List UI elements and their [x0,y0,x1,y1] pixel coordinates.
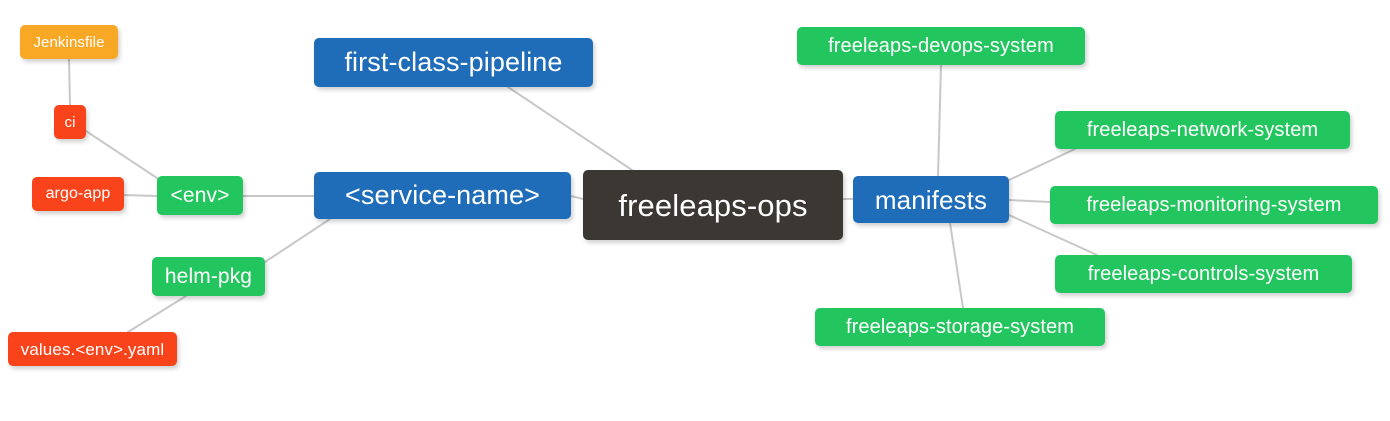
edge-values-yaml-to-helm-pkg [127,295,187,333]
node-values-yaml[interactable]: values.<env>.yaml [8,332,177,366]
node-ci[interactable]: ci [54,105,86,139]
node-controls[interactable]: freeleaps-controls-system [1055,255,1352,293]
edge-helm-pkg-to-service-name [264,218,331,263]
node-jenkinsfile[interactable]: Jenkinsfile [20,25,118,59]
node-env[interactable]: <env> [157,176,243,215]
node-service-name[interactable]: <service-name> [314,172,571,219]
edge-service-name-to-root [570,195,584,200]
node-storage[interactable]: freeleaps-storage-system [815,308,1105,346]
edge-manifests-to-devops [937,64,942,177]
edge-manifests-to-network [1008,148,1076,181]
node-network[interactable]: freeleaps-network-system [1055,111,1350,149]
node-pipeline[interactable]: first-class-pipeline [314,38,593,87]
edge-ci-to-env [85,130,161,181]
edge-manifests-to-storage [949,222,964,309]
node-root[interactable]: freeleaps-ops [583,170,843,240]
edge-pipeline-to-root [507,86,633,171]
edge-jenkinsfile-to-ci [68,58,71,106]
node-argo-app[interactable]: argo-app [32,177,124,211]
node-helm-pkg[interactable]: helm-pkg [152,257,265,296]
node-monitoring[interactable]: freeleaps-monitoring-system [1050,186,1378,224]
edge-manifests-to-monitoring [1008,199,1051,203]
edge-argo-app-to-env [123,194,158,197]
node-devops[interactable]: freeleaps-devops-system [797,27,1085,65]
node-manifests[interactable]: manifests [853,176,1009,223]
